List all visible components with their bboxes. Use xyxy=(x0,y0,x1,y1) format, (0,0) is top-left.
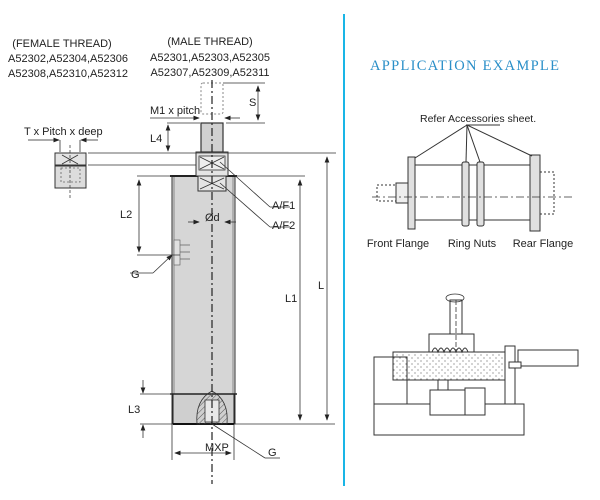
label-front-flange: Front Flange xyxy=(366,238,430,250)
label-l3: L3 xyxy=(128,404,141,416)
label-od: Ød xyxy=(205,212,220,224)
label-g-bottom: G xyxy=(268,447,277,459)
label-l1: L1 xyxy=(285,293,298,305)
male-thread-heading: (MALE THREAD) xyxy=(167,36,253,48)
label-m1-pitch: M1 x pitch xyxy=(150,105,201,117)
clamping-fixture-example xyxy=(373,293,579,436)
accessories-callout: Refer Accessories sheet. xyxy=(420,113,537,125)
label-thread-spec: T x Pitch x deep xyxy=(24,126,103,138)
section-divider xyxy=(343,14,345,486)
flange-mount-example xyxy=(372,124,572,232)
rod-assembly xyxy=(195,80,229,484)
dimension-lines xyxy=(88,82,336,460)
label-l2: L2 xyxy=(120,209,133,221)
label-l: L xyxy=(318,280,325,292)
label-rear-flange: Rear Flange xyxy=(512,238,574,250)
label-l4: L4 xyxy=(150,133,163,145)
label-af1: A/F1 xyxy=(272,200,296,212)
label-g-side: G xyxy=(131,269,140,281)
label-af2: A/F2 xyxy=(272,220,296,232)
label-mxp: MXP xyxy=(205,442,229,454)
female-thread-detail xyxy=(28,137,98,198)
male-thread-models-2: A52307,A52309,A52311 xyxy=(150,67,270,79)
application-example-title: APPLICATION EXAMPLE xyxy=(370,58,561,74)
female-thread-models-2: A52308,A52310,A52312 xyxy=(8,68,128,80)
male-thread-models-1: A52301,A52303,A52305 xyxy=(150,52,270,64)
female-thread-models-1: A52302,A52304,A52306 xyxy=(8,53,128,65)
female-thread-heading: (FEMALE THREAD) xyxy=(12,38,112,50)
label-ring-nuts: Ring Nuts xyxy=(447,238,497,250)
label-s: S xyxy=(249,97,257,109)
cylinder-body xyxy=(170,175,237,425)
